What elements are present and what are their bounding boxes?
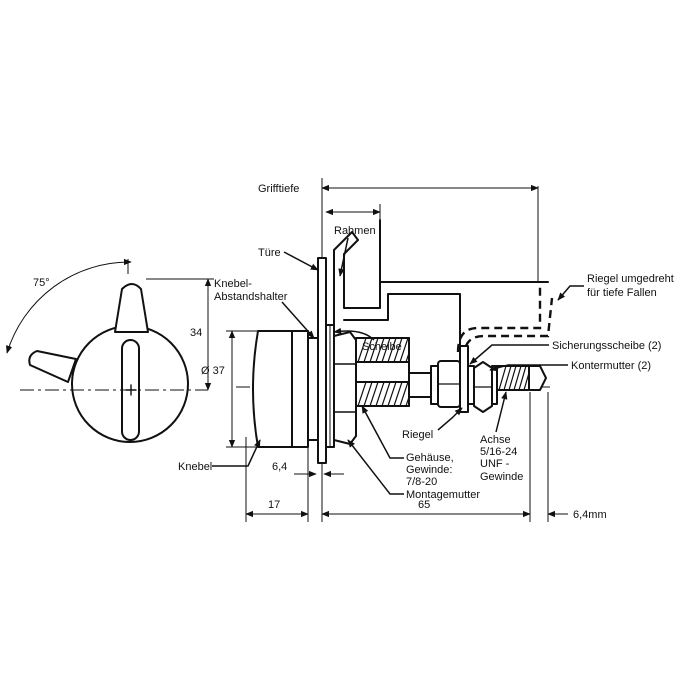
thread-lines-upper xyxy=(357,338,409,362)
shaft-thread-lines xyxy=(498,366,529,390)
rahmen-leader xyxy=(338,237,349,277)
gehaeuse-label-2: Gewinde: xyxy=(406,464,452,476)
angle-arc xyxy=(6,258,132,354)
side-dimensions: Grifftiefe Rahmen 6,4 17 65 6,4mm xyxy=(226,178,607,522)
shaft xyxy=(408,372,432,398)
gehaeuse-label-3: 7/8-20 xyxy=(406,476,437,488)
angle-label: 75° xyxy=(33,277,50,289)
door-panel xyxy=(317,257,327,464)
scheibe-leader xyxy=(333,327,375,341)
latch-reversed-dashed xyxy=(456,282,542,353)
gehaeuse-leader xyxy=(361,405,404,459)
latch-plate xyxy=(459,345,469,413)
shaft-tip xyxy=(528,365,547,391)
shaft-end-label: 6,4mm xyxy=(573,509,607,521)
scheibe-label: Scheibe xyxy=(362,341,402,353)
knebel-label: Knebel xyxy=(178,461,212,473)
riegel-umgedreht-leader xyxy=(557,285,584,301)
shaft-collar xyxy=(430,365,439,405)
achse-label-2: 5/16-24 xyxy=(480,446,517,458)
tuere-leader xyxy=(283,251,319,271)
achse-label-4: Gewinde xyxy=(480,471,523,483)
callouts: Türe Knebel- Abstandshalter Riegel umged… xyxy=(178,247,674,501)
thread-lines-lower xyxy=(357,382,409,406)
sicherungsscheibe-label: Sicherungsscheibe (2) xyxy=(552,340,661,352)
achse-leader xyxy=(495,391,508,433)
spacer-label: 6,4 xyxy=(272,461,287,473)
mounting-nut xyxy=(333,331,357,445)
grifftiefe-label: Grifftiefe xyxy=(258,183,299,195)
sicherungsscheibe-leader xyxy=(469,344,549,365)
knob-tab-rotated xyxy=(28,350,77,383)
riegel-label: Riegel xyxy=(402,429,433,441)
rahmen-label: Rahmen xyxy=(334,225,376,237)
tuere-label: Türe xyxy=(258,247,281,259)
front-view: 75° 34 Ø 37 xyxy=(6,258,225,443)
gehaeuse-label-1: Gehäuse, xyxy=(406,452,454,464)
knob-depth-label: 17 xyxy=(268,499,280,511)
latch-reversed-dashed-2 xyxy=(464,297,554,347)
knob-tab-vertical xyxy=(114,283,149,333)
knebel-leader xyxy=(212,439,261,467)
diameter-label: Ø 37 xyxy=(201,365,225,377)
riegel-leader xyxy=(437,407,463,431)
abstandshalter-label-2: Abstandshalter xyxy=(214,291,288,303)
body-length-label: 65 xyxy=(418,499,430,511)
riegel-umgedreht-label-2: für tiefe Fallen xyxy=(587,287,657,299)
spacer xyxy=(307,337,319,441)
latch-arm-lower xyxy=(343,293,461,347)
achse-label-1: Achse xyxy=(480,434,511,446)
montagemutter-leader xyxy=(347,439,404,495)
riegel-umgedreht-label-1: Riegel umgedreht xyxy=(587,273,674,285)
abstandshalter-leader xyxy=(281,301,315,339)
abstandshalter-label-1: Knebel- xyxy=(214,278,252,290)
montagemutter-label: Montagemutter xyxy=(406,489,480,501)
kontermutter-leader xyxy=(489,364,568,372)
knob-height-label: 34 xyxy=(190,327,202,339)
knob-side xyxy=(252,330,309,448)
kontermutter-label: Kontermutter (2) xyxy=(571,360,651,372)
achse-label-3: UNF - xyxy=(480,458,510,470)
